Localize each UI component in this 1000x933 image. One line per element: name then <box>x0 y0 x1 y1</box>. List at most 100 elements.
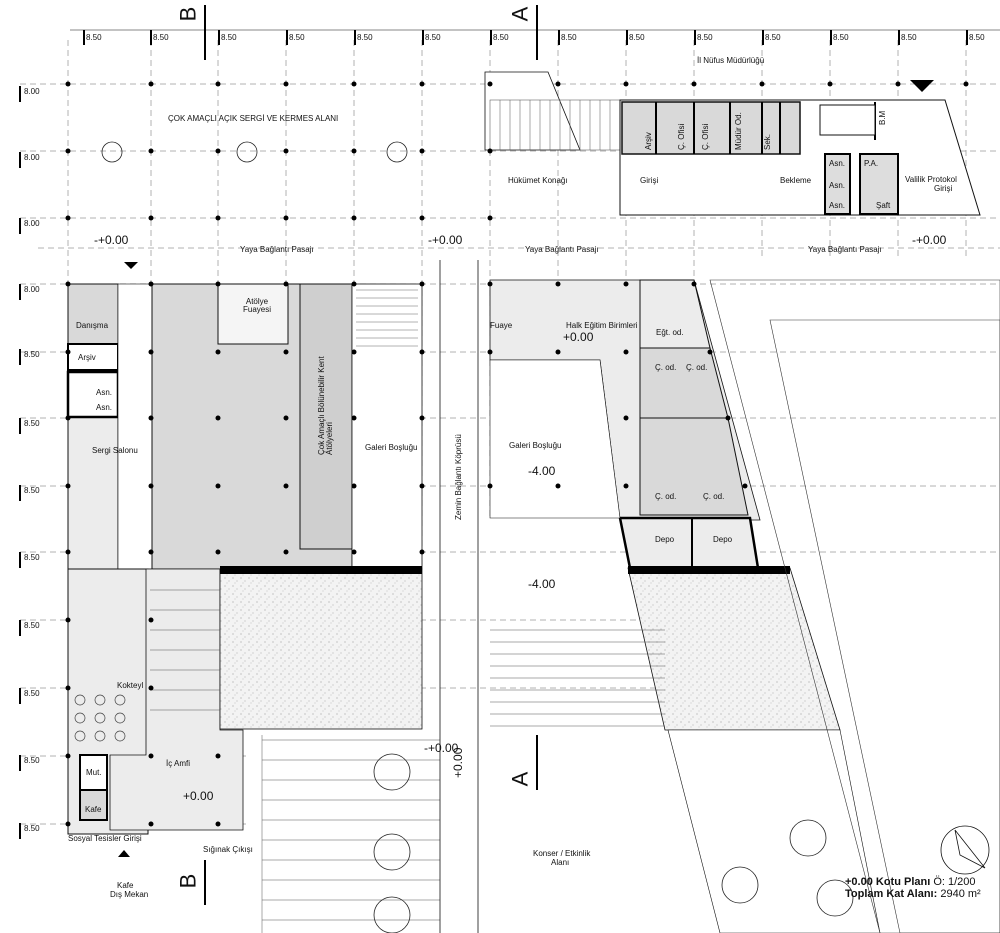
row-label: 8.00 <box>24 153 40 162</box>
label-c-od-2: Ç. od. <box>686 363 708 372</box>
label-fuaye: Fuaye <box>490 321 513 330</box>
row-label: 8.00 <box>24 285 40 294</box>
label-arsiv: Arşiv <box>78 353 96 362</box>
label-asn-top-2: Asn. <box>829 181 846 190</box>
entrance-markers <box>118 262 138 857</box>
label-giris: Girişi <box>640 176 659 185</box>
section-mark-a-bottom: A <box>507 771 533 787</box>
label-sek: Sek. <box>763 133 772 150</box>
level-mark: -4.00 <box>528 577 556 591</box>
column-label: 8.50 <box>629 33 645 42</box>
label-c-od-3: Ç. od. <box>655 492 677 501</box>
label-asn-2: Asn. <box>96 403 113 412</box>
label-depo-2: Depo <box>713 535 733 544</box>
label-kent-atolyeleri: Çok Amaçlı Bölünebilir Kent Atölyeleri <box>317 356 334 455</box>
label-galeri-2: Galeri Boşluğu <box>509 441 562 450</box>
label-asn-1: Asn. <box>96 388 113 397</box>
label-bm: B.M <box>878 110 887 125</box>
row-label: 8.00 <box>24 219 40 228</box>
area-label: Toplam Kat Alanı: <box>845 888 938 900</box>
north-arrow <box>940 825 990 875</box>
label-ic-amfi: İç Amfi <box>166 759 191 768</box>
label-siginak: Sığınak Çıkışı <box>203 845 253 854</box>
label-kokteyl: Kokteyl <box>117 681 144 690</box>
label-yaya-1: Yaya Bağlantı Pasajı <box>240 245 314 254</box>
level-mark: +0.00 <box>451 747 465 778</box>
label-cok-amacli-sergi: ÇOK AMAÇLI AÇIK SERGİ VE KERMES ALANI <box>168 114 339 123</box>
label-kafe-dis: Kafe <box>117 881 134 890</box>
column-label: 8.50 <box>697 33 713 42</box>
label-danisma: Danışma <box>76 321 109 330</box>
row-label: 8.50 <box>24 486 40 495</box>
label-asn-top-3: Asn. <box>829 201 846 210</box>
label-hukumet-konagi: Hükümet Konağı <box>508 176 568 185</box>
label-mudur-od: Müdür Od. <box>734 112 743 150</box>
label-konser: Konser / Etkinlik <box>533 849 591 858</box>
label-sosyal-tesisler: Sosyal Tesisler Girişi <box>68 834 142 843</box>
column-dimension-marks <box>83 30 968 45</box>
plan-name: +0.00 Kotu Planı <box>845 876 931 888</box>
label-yaya-2: Yaya Bağlantı Pasajı <box>525 245 599 254</box>
column-label: 8.50 <box>969 33 985 42</box>
label-sergi-salonu: Sergi Salonu <box>92 446 138 455</box>
label-kafe-dis-mekan: Dış Mekan <box>110 890 149 899</box>
tree-symbols-bottom <box>373 753 854 933</box>
column-label: 8.50 <box>901 33 917 42</box>
cafe-tables <box>74 694 126 742</box>
section-lines <box>204 5 538 905</box>
section-mark-a-top: A <box>507 6 533 22</box>
left-building <box>66 283 423 835</box>
label-yaya-3: Yaya Bağlantı Pasajı <box>808 245 882 254</box>
label-valilik-girisi: Girişi <box>934 184 953 193</box>
label-galeri-1: Galeri Boşluğu <box>365 443 418 452</box>
right-building <box>489 279 1000 933</box>
level-mark: -+0.00 <box>94 233 129 247</box>
label-valilik: Valilik Protokol <box>905 175 957 184</box>
column-label: 8.50 <box>765 33 781 42</box>
label-bekleme: Bekleme <box>780 176 812 185</box>
column-label: 8.50 <box>561 33 577 42</box>
label-il-nufus: İl Nüfus Müdürlüğü <box>697 56 765 65</box>
label-asn-top-1: Asn. <box>829 159 846 168</box>
steps <box>150 589 665 933</box>
label-saft: Şaft <box>876 201 891 210</box>
label-konser-alani: Alanı <box>551 858 570 867</box>
label-c-ofisi-1: Ç. Ofisi <box>677 123 686 150</box>
label-depo-1: Depo <box>655 535 675 544</box>
label-halk-egitim: Halk Eğitim Birimleri <box>566 321 638 330</box>
row-label: 8.50 <box>24 689 40 698</box>
label-c-od-4: Ç. od. <box>703 492 725 501</box>
level-mark: -+0.00 <box>428 233 463 247</box>
level-mark: -4.00 <box>528 464 556 478</box>
label-zemin-kopru: Zemin Bağlantı Köprüsü <box>454 434 463 520</box>
row-label: 8.50 <box>24 756 40 765</box>
label-atolye-fuayesi: Atölye Fuayesi <box>242 297 271 314</box>
row-label: 8.50 <box>24 824 40 833</box>
level-mark: -+0.00 <box>424 741 459 755</box>
column-label: 8.50 <box>221 33 237 42</box>
row-label: 8.50 <box>24 350 40 359</box>
row-label: 8.50 <box>24 419 40 428</box>
column-label: 8.50 <box>493 33 509 42</box>
column-label: 8.50 <box>153 33 169 42</box>
title-block: +0.00 Kotu Planı Ö: 1/200 Toplam Kat Ala… <box>845 876 981 900</box>
label-mut: Mut. <box>86 768 102 777</box>
row-label: 8.50 <box>24 621 40 630</box>
level-mark: -+0.00 <box>912 233 947 247</box>
column-label: 8.50 <box>833 33 849 42</box>
label-arsiv-top: Arşiv <box>644 132 653 150</box>
row-label: 8.50 <box>24 553 40 562</box>
column-label: 8.50 <box>86 33 102 42</box>
label-kafe: Kafe <box>85 805 102 814</box>
zemin-kopru <box>439 260 479 933</box>
row-label: 8.00 <box>24 87 40 96</box>
label-c-od-1: Ç. od. <box>655 363 677 372</box>
column-label: 8.50 <box>357 33 373 42</box>
label-pa: P.A. <box>864 159 879 168</box>
level-mark: +0.00 <box>563 330 594 344</box>
label-egt-od: Eğt. od. <box>656 328 684 337</box>
column-points <box>65 81 969 827</box>
column-label: 8.50 <box>289 33 305 42</box>
hukumet-konagi-block <box>484 71 981 216</box>
